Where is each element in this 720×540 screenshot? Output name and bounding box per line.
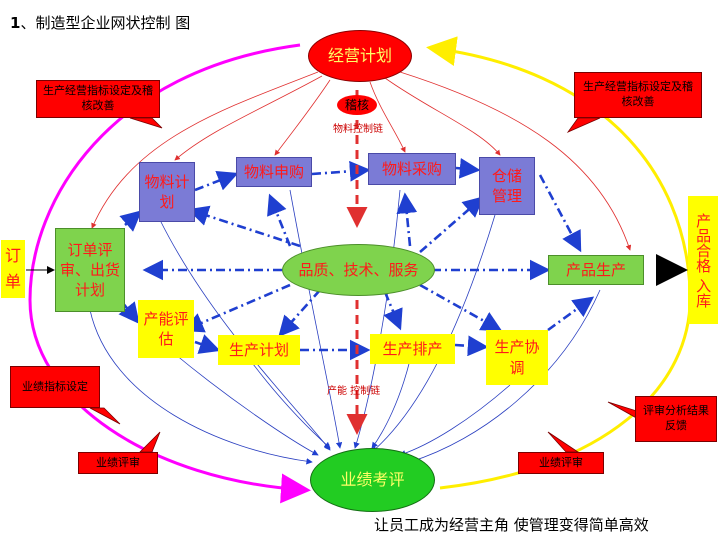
material-chain-label: 物料控制链 [333, 124, 383, 135]
node-order-review: 订单评审、出货计划 [55, 228, 125, 312]
node-production-schedule: 生产排产 [370, 334, 455, 364]
node-production-plan: 生产计划 [218, 335, 300, 365]
node-material-request: 物料申购 [236, 157, 312, 187]
node-plan: 经营计划 [308, 30, 412, 82]
callout-top-left: 生产经营指标设定及稽核改善 [36, 80, 160, 118]
node-material-plan: 物料计划 [139, 162, 195, 222]
footer-slogan: 让员工成为经营主角 使管理变得简单高效 [374, 516, 649, 534]
callout-review-feedback: 评审分析结果反馈 [635, 396, 717, 442]
node-capacity-eval: 产能评估 [138, 300, 194, 358]
order-input-label: 订单 [1, 240, 25, 298]
node-production-coordination: 生产协调 [486, 330, 548, 385]
node-quality: 品质、技术、服务 [282, 244, 435, 296]
page-title: 1、制造型企业网状控制 图 [10, 14, 191, 32]
capacity-chain-label: 产能 控制链 [327, 386, 381, 397]
node-product-production: 产品生产 [548, 255, 644, 285]
node-performance: 业绩考评 [310, 448, 435, 512]
node-material-purchase: 物料采购 [368, 153, 456, 185]
callout-top-right: 生产经营指标设定及稽核改善 [574, 72, 702, 118]
callout-perf-setting: 业绩指标设定 [10, 366, 100, 408]
stock-in-label: 产品合格 入库 [688, 196, 718, 324]
callout-perf-review-left: 业绩评审 [78, 452, 158, 474]
node-warehouse: 仓储管理 [479, 157, 535, 215]
node-audit: 稽核 [337, 95, 377, 115]
callout-perf-review-right: 业绩评审 [518, 452, 604, 474]
